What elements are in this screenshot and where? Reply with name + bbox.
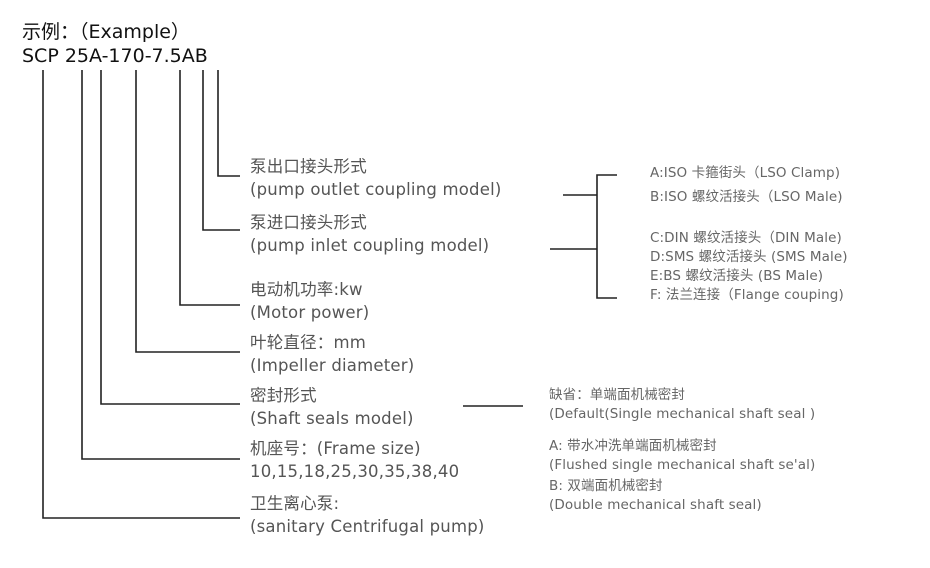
model-code: SCP 25A-170-7.5AB xyxy=(22,45,208,67)
field-frame-cn: 机座号：(Frame size) xyxy=(250,439,421,458)
coupling-option-c: C:DIN 螺纹活接头（DIN Male) xyxy=(650,230,842,246)
field-pump-cn: 卫生离心泵: xyxy=(250,494,340,513)
seal-option-default-cn: 缺省：单端面机械密封 xyxy=(549,387,685,403)
connector-inlet xyxy=(202,70,240,231)
seal-option-b-cn: B: 双端面机械密封 xyxy=(549,478,663,494)
coupling-option-d: D:SMS 螺纹活接头 (SMS Male) xyxy=(650,249,848,265)
seal-option-a-en: (Flushed single mechanical shaft se'al) xyxy=(549,457,816,473)
field-motor-cn: 电动机功率:kw xyxy=(250,280,363,299)
coupling-bracket xyxy=(596,174,617,299)
field-pump-en: (sanitary Centrifugal pump) xyxy=(250,517,485,536)
field-seal-cn: 密封形式 xyxy=(250,386,317,405)
field-inlet-en: (pump inlet coupling model) xyxy=(250,236,490,255)
seal-option-default-en: (Default(Single mechanical shaft seal ) xyxy=(549,406,816,422)
field-inlet-cn: 泵进口接头形式 xyxy=(250,213,367,232)
connector-impeller xyxy=(135,70,240,353)
coupling-option-f: F: 法兰连接（Flange couping) xyxy=(650,287,844,303)
coupling-option-a: A:ISO 卡箍街头（LSO Clamp) xyxy=(650,165,841,181)
field-frame-en: 10,15,18,25,30,35,38,40 xyxy=(250,462,460,481)
seal-option-b-en: (Double mechanical shaft seal) xyxy=(549,497,762,513)
field-impeller-cn: 叶轮直径：mm xyxy=(250,333,367,352)
coupling-option-b: B:ISO 螺纹活接头（LSO Male) xyxy=(650,189,843,205)
connector-seal xyxy=(100,70,240,405)
connector-motor xyxy=(179,70,240,306)
field-motor-en: (Motor power) xyxy=(250,303,370,322)
connector-frame xyxy=(81,70,240,460)
field-outlet-en: (pump outlet coupling model) xyxy=(250,180,502,199)
coupling-option-e: E:BS 螺纹活接头 (BS Male) xyxy=(650,268,824,284)
field-seal-en: (Shaft seals model) xyxy=(250,409,414,428)
connector-outlet xyxy=(217,70,240,177)
connector-pump xyxy=(42,70,240,519)
seal-option-a-cn: A: 带水冲洗单端面机械密封 xyxy=(549,438,717,454)
field-impeller-en: (Impeller diameter) xyxy=(250,356,415,375)
example-label: 示例：（Example） xyxy=(22,21,190,43)
field-outlet-cn: 泵出口接头形式 xyxy=(250,157,367,176)
